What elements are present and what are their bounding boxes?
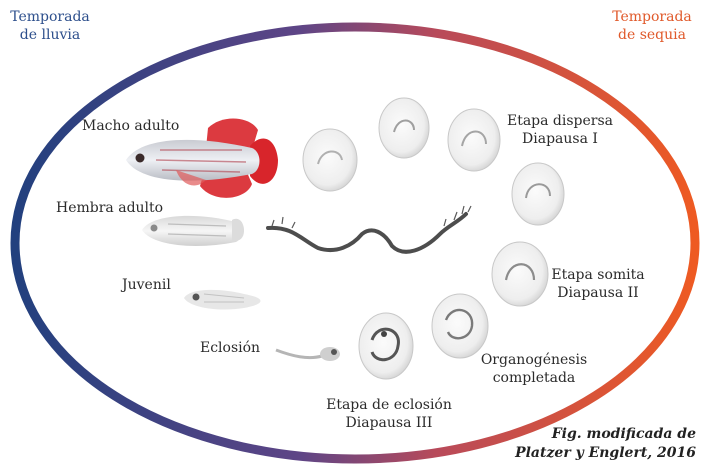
adult-female-fish-icon [142, 216, 244, 246]
somite-stage-line-2: Diapausa II [542, 284, 654, 302]
hatching-label: Eclosión [200, 339, 260, 357]
dry-season-line-2: de sequia [604, 26, 700, 44]
figure-credit-line-1: Fig. modificada de [515, 425, 696, 444]
wet-season-line-2: de lluvia [4, 26, 96, 44]
adult-female-label: Hembra adulto [56, 199, 163, 217]
wet-season-label: Temporada de lluvia [4, 8, 96, 44]
somite-stage-label: Etapa somita Diapausa II [542, 266, 654, 302]
organogenesis-label: Organogénesis completada [474, 351, 594, 387]
egg-dispersed-3 [448, 109, 500, 171]
egg-dispersed-1 [303, 129, 357, 191]
pre-hatching-line-1: Etapa de eclosión [316, 396, 462, 414]
soil-substrate-icon [268, 214, 466, 252]
figure-credit-line-2: Platzer y Englert, 2016 [515, 444, 696, 463]
egg-diapause-2 [492, 242, 548, 306]
egg-organogenesis [432, 294, 488, 358]
juvenile-fish-icon [184, 290, 261, 310]
dispersed-stage-line-1: Etapa dispersa [500, 112, 620, 130]
dry-season-label: Temporada de sequia [604, 8, 700, 44]
juvenile-label: Juvenil [122, 276, 171, 294]
organogenesis-line-1: Organogénesis [474, 351, 594, 369]
somite-stage-line-1: Etapa somita [542, 266, 654, 284]
egg-dispersed-2 [379, 98, 429, 158]
egg-diapause-3 [359, 313, 413, 379]
dispersed-stage-label: Etapa dispersa Diapausa I [500, 112, 620, 148]
adult-male-label: Macho adulto [82, 117, 179, 135]
wet-season-line-1: Temporada [4, 8, 96, 26]
egg-diapause-1 [512, 163, 564, 225]
dry-season-line-1: Temporada [604, 8, 700, 26]
pre-hatching-stage-label: Etapa de eclosión Diapausa III [316, 396, 462, 432]
pre-hatching-line-2: Diapausa III [316, 414, 462, 432]
organogenesis-line-2: completada [474, 369, 594, 387]
hatchling-larva-icon [276, 347, 340, 361]
figure-credit: Fig. modificada de Platzer y Englert, 20… [515, 425, 696, 463]
dispersed-stage-line-2: Diapausa I [500, 130, 620, 148]
